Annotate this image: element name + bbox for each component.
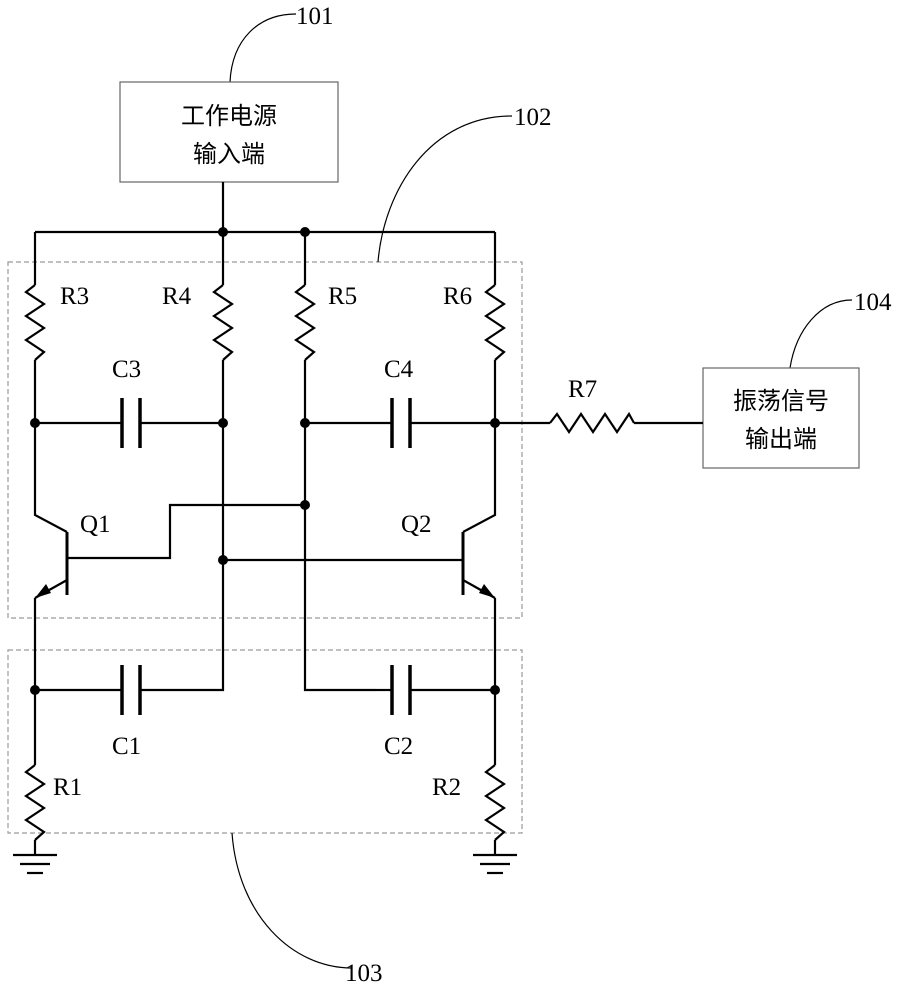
ground-right-icon <box>473 853 517 875</box>
output-label-line2: 输出端 <box>745 425 817 453</box>
label-r1: R1 <box>53 774 82 801</box>
label-c3: C3 <box>112 356 141 383</box>
junction-dot <box>30 418 40 428</box>
power-input-label-line1: 工作电源 <box>181 102 277 130</box>
label-r5: R5 <box>328 283 357 310</box>
label-c1: C1 <box>112 733 141 760</box>
module-103-outline <box>7 649 523 834</box>
leader-104 <box>789 299 853 369</box>
r3-bottom-wire <box>33 360 68 533</box>
r3-resistor <box>24 284 46 361</box>
q1-base-wire <box>67 503 305 560</box>
r5-resistor <box>294 284 316 361</box>
junction-dot <box>218 418 228 428</box>
output-label-line1: 振荡信号 <box>733 387 829 415</box>
r4-resistor <box>212 284 234 361</box>
r7-resistor <box>549 411 635 434</box>
label-r3: R3 <box>60 283 89 310</box>
r2-resistor <box>484 764 506 841</box>
leader-101 <box>229 13 297 83</box>
junction-dot <box>300 500 310 510</box>
label-c4: C4 <box>384 356 414 383</box>
r1-resistor <box>24 764 46 841</box>
junction-dot <box>218 555 228 565</box>
power-input-label-line2: 输入端 <box>193 140 265 168</box>
junction-dot <box>490 685 500 695</box>
junction-dot <box>300 418 310 428</box>
label-r6: R6 <box>443 283 472 310</box>
label-r2: R2 <box>432 774 461 801</box>
ref-101: 101 <box>296 3 334 30</box>
r6-resistor <box>484 284 506 361</box>
label-q2: Q2 <box>401 511 432 538</box>
label-r4: R4 <box>162 283 192 310</box>
output-box <box>702 367 860 469</box>
ground-left-icon <box>13 853 57 875</box>
label-r7: R7 <box>568 376 597 403</box>
r4-bottom-wire <box>210 360 225 692</box>
junction-dot <box>218 227 228 237</box>
power-input-box <box>119 81 339 183</box>
leader-103 <box>231 832 353 969</box>
q1-emitter-arrow <box>35 584 51 598</box>
junction-dot <box>300 227 310 237</box>
label-c2: C2 <box>384 733 413 760</box>
q2-emitter-arrow <box>479 584 495 598</box>
ref-102: 102 <box>514 104 552 131</box>
r5-bottom-wire <box>303 360 376 692</box>
junction-dot <box>490 418 500 428</box>
junction-dot <box>30 685 40 695</box>
ref-103: 103 <box>345 960 383 987</box>
ref-104: 104 <box>854 289 892 316</box>
r6-bottom-wire <box>462 360 497 533</box>
module-102-outline <box>7 261 523 619</box>
leader-102 <box>377 115 513 263</box>
label-q1: Q1 <box>80 511 111 538</box>
